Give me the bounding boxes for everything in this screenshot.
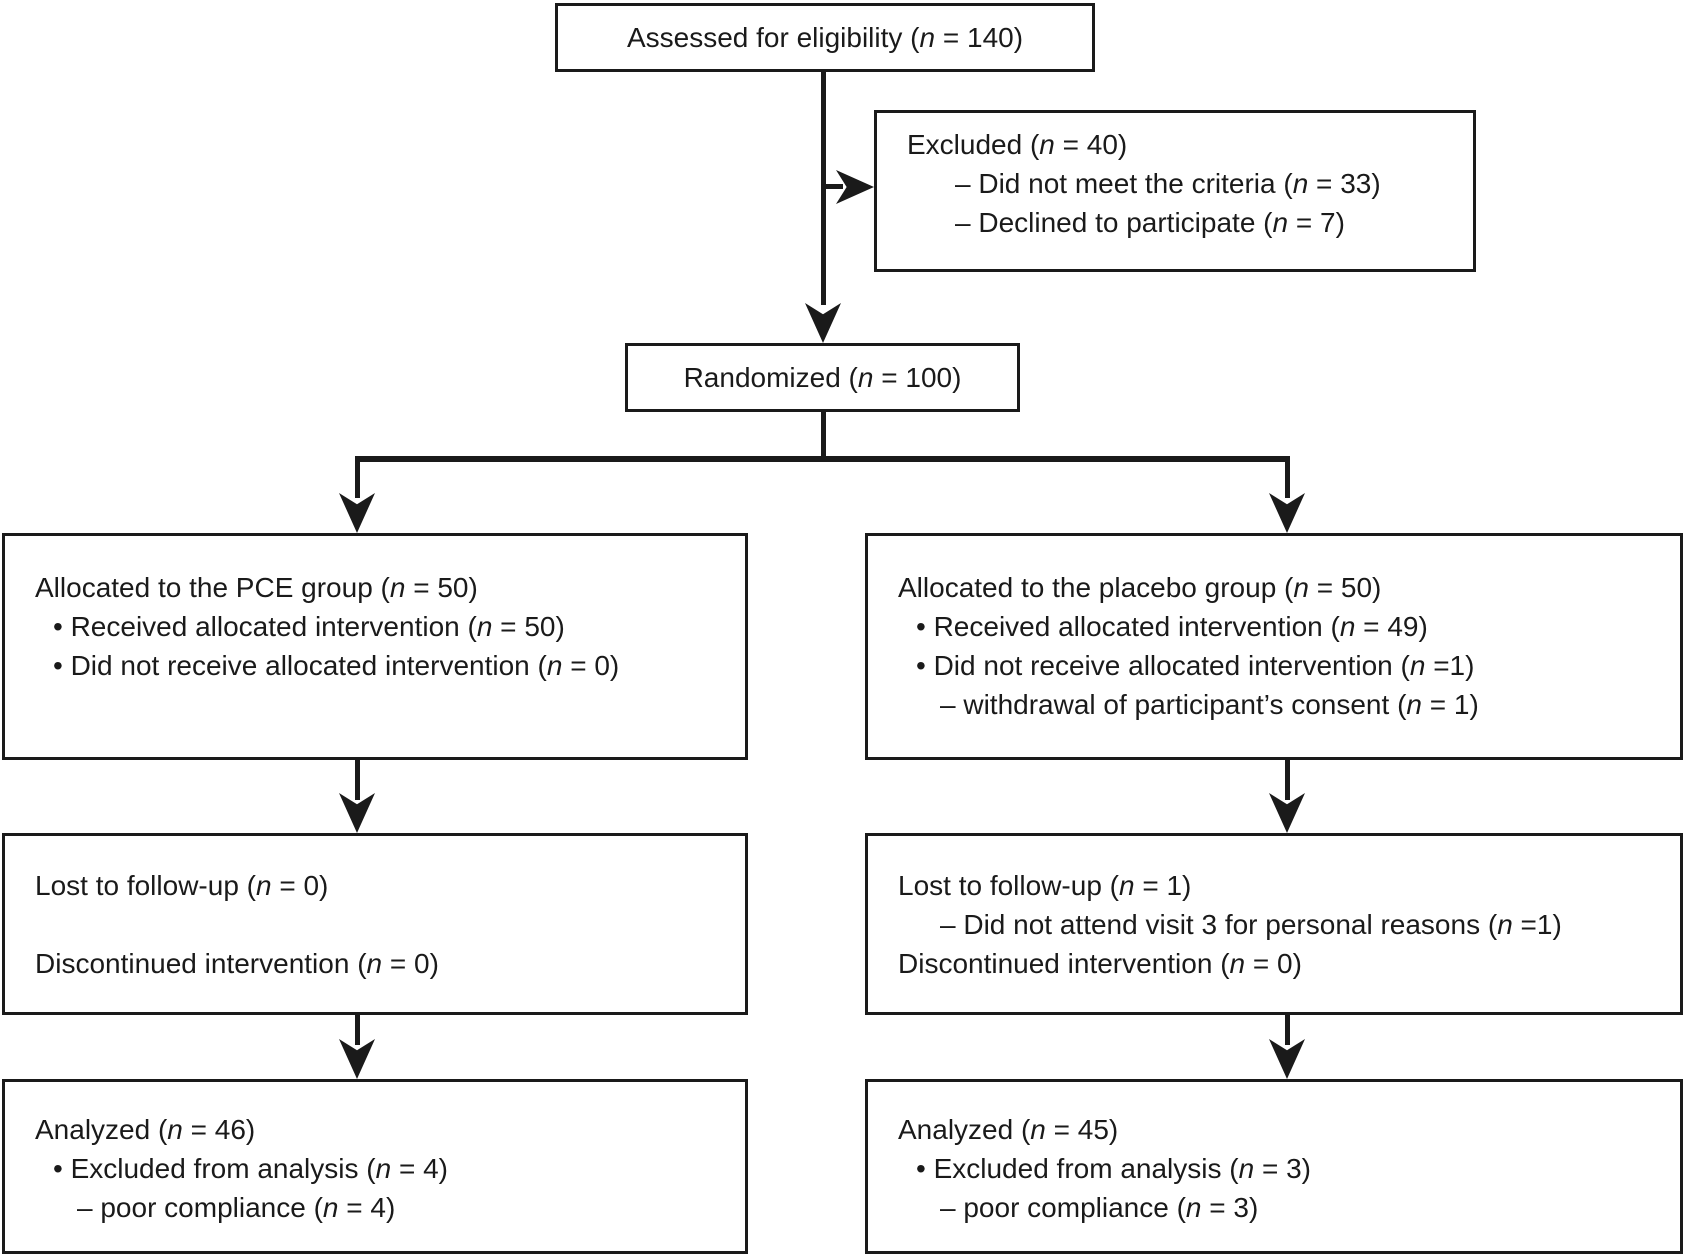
excluded-title: Excluded (n = 40) xyxy=(907,129,1128,160)
connector-branch-stem xyxy=(821,412,826,458)
connector-right-analysis-stem xyxy=(1285,1015,1290,1045)
followup-pce-lost: Lost to follow-up (n = 0) xyxy=(35,870,329,901)
connector-left-analysis-stem xyxy=(355,1015,360,1045)
followup-placebo-lost: Lost to follow-up (n = 1) xyxy=(898,870,1192,901)
arrow-down-icon xyxy=(1269,493,1305,533)
allocation-placebo-title: Allocated to the placebo group (n = 50) xyxy=(898,572,1382,603)
allocation-placebo-item: – withdrawal of participant’s consent (n… xyxy=(940,689,1479,720)
assessed-text: Assessed for eligibility (n = 140) xyxy=(626,22,1024,53)
connector-left-followup-stem xyxy=(355,760,360,800)
allocation-placebo-item: • Did not receive allocated intervention… xyxy=(916,650,1475,681)
allocation-pce-item: • Received allocated intervention (n = 5… xyxy=(53,611,565,642)
excluded-box: Excluded (n = 40) – Did not meet the cri… xyxy=(874,110,1476,272)
arrow-down-icon xyxy=(339,1039,375,1079)
arrow-down-icon xyxy=(1269,1039,1305,1079)
allocation-placebo-box: Allocated to the placebo group (n = 50) … xyxy=(865,533,1683,760)
allocation-placebo-item: • Received allocated intervention (n = 4… xyxy=(916,611,1428,642)
allocation-pce-box: Allocated to the PCE group (n = 50) • Re… xyxy=(2,533,748,760)
analysis-pce-item: – poor compliance (n = 4) xyxy=(77,1192,396,1223)
analysis-placebo-box: Analyzed (n = 45) • Excluded from analys… xyxy=(865,1079,1683,1254)
excluded-item: – Did not meet the criteria (n = 33) xyxy=(955,168,1381,199)
connector-left-arm-stem xyxy=(355,458,360,498)
followup-pce-spacer xyxy=(5,905,745,944)
analysis-pce-item: • Excluded from analysis (n = 4) xyxy=(53,1153,448,1184)
followup-placebo-box: Lost to follow-up (n = 1) – Did not atte… xyxy=(865,833,1683,1015)
analysis-placebo-item: • Excluded from analysis (n = 3) xyxy=(916,1153,1311,1184)
followup-placebo-discontinued: Discontinued intervention (n = 0) xyxy=(898,948,1302,979)
excluded-item: – Declined to participate (n = 7) xyxy=(955,207,1345,238)
randomized-box: Randomized (n = 100) xyxy=(625,343,1020,412)
analysis-placebo-title: Analyzed (n = 45) xyxy=(898,1114,1119,1145)
connector-right-followup-stem xyxy=(1285,760,1290,800)
arrow-down-icon xyxy=(805,303,841,343)
analysis-placebo-item: – poor compliance (n = 3) xyxy=(940,1192,1259,1223)
allocation-pce-item: • Did not receive allocated intervention… xyxy=(53,650,620,681)
connector-right-arm-stem xyxy=(1285,458,1290,498)
randomized-text: Randomized (n = 100) xyxy=(683,362,962,393)
allocation-pce-title: Allocated to the PCE group (n = 50) xyxy=(35,572,478,603)
analysis-pce-title: Analyzed (n = 46) xyxy=(35,1114,256,1145)
followup-pce-box: Lost to follow-up (n = 0) Discontinued i… xyxy=(2,833,748,1015)
connector-branch-line xyxy=(355,456,1290,462)
assessed-box: Assessed for eligibility (n = 140) xyxy=(555,3,1095,72)
connector-excluded-stem xyxy=(823,184,843,189)
arrow-down-icon xyxy=(339,493,375,533)
followup-placebo-reason: – Did not attend visit 3 for personal re… xyxy=(940,909,1562,940)
analysis-pce-box: Analyzed (n = 46) • Excluded from analys… xyxy=(2,1079,748,1254)
followup-pce-discontinued: Discontinued intervention (n = 0) xyxy=(35,948,439,979)
